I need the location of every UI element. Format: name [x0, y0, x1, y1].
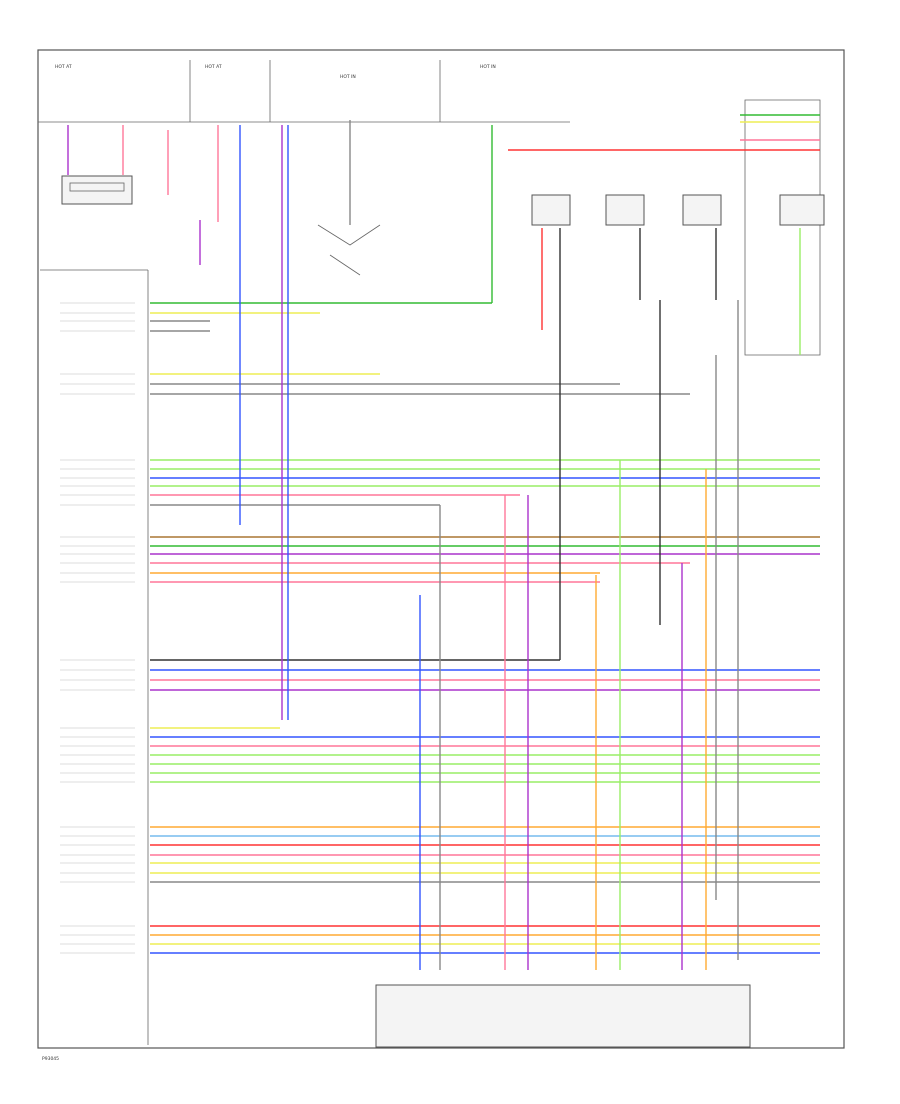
wire-group	[67, 114, 820, 970]
fuse-label-1: HOT AT	[55, 64, 72, 70]
switch-circuit	[317, 224, 381, 276]
diagram-frame	[37, 49, 845, 1049]
slide-motor-box	[682, 194, 722, 226]
front-height-motor-box	[605, 194, 645, 226]
inner-breaker	[69, 182, 125, 192]
seat-switch-box	[375, 984, 751, 1048]
ecu-frame	[40, 269, 149, 1045]
fuse-label-2: HOT AT	[205, 64, 222, 70]
fuse-label-3: HOT IN	[340, 74, 356, 80]
footer-code: P93045	[42, 1056, 59, 1062]
fuse-label-4: HOT IN	[480, 64, 496, 70]
pin-labels	[60, 302, 135, 954]
recline-motor-box	[779, 194, 825, 226]
rear-height-motor-box	[531, 194, 571, 226]
circuit-breaker-box	[61, 175, 133, 205]
right-connector-bracket	[744, 99, 821, 356]
